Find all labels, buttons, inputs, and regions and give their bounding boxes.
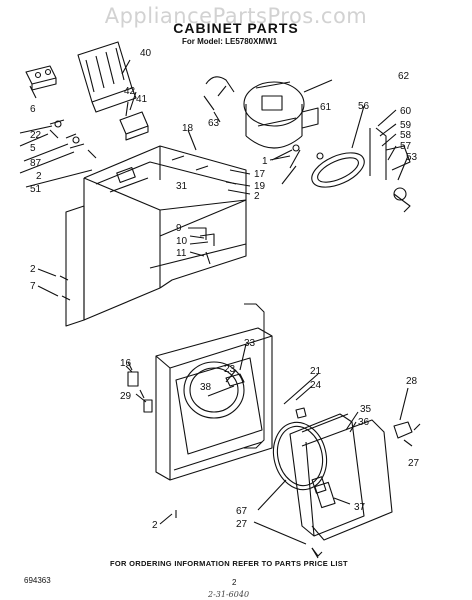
terminal-block-drawing [25,65,57,91]
callout-label: 31 [176,181,188,192]
handwritten-note: 2-31-6040 [208,590,250,599]
callout-label: 6 [30,104,36,115]
callout-label: 33 [244,338,256,349]
terminal-bracket-drawing [77,41,137,113]
callout-label: 9 [176,223,182,234]
callout-label: 23 [224,364,236,375]
callout-label: 2 [152,520,158,531]
callout-label: 59 [400,120,412,131]
callout-labels: 40 6 42 41 22 5 87 2 51 18 31 17 19 2 1 … [30,48,420,531]
page-number: 2 [232,578,237,587]
callout-label: 60 [400,106,412,117]
door-drawing [272,413,393,541]
callout-label: 11 [176,248,187,259]
callout-label: 19 [254,181,266,192]
callout-label: 2 [254,191,260,202]
ordering-info-footer: FOR ORDERING INFORMATION REFER TO PARTS … [110,559,348,568]
callout-label: 51 [30,184,42,195]
switch-drawing [119,111,149,141]
callout-label: 58 [400,130,412,141]
callout-label: 2 [36,171,42,182]
callout-label: 18 [182,123,194,134]
callout-label: 41 [136,94,148,105]
callout-label: 62 [398,71,410,82]
callout-label: 63 [208,118,220,129]
callout-label: 40 [140,48,152,59]
callout-label: 24 [310,380,322,391]
cabinet-body-drawing [65,145,247,327]
document-number: 694363 [24,576,51,585]
callout-label: 56 [358,101,370,112]
front-panel-drawing [155,327,273,481]
callout-label: 1 [262,156,268,167]
callout-label: 38 [200,382,212,393]
page-title: CABINET PARTS [173,20,299,36]
callout-label: 57 [400,141,412,152]
callout-label: 17 [254,169,266,180]
callout-label: 61 [320,102,332,113]
motor-drawing [243,81,319,149]
callout-label: 27 [408,458,420,469]
callout-label: 27 [236,519,248,530]
watermark: AppliancePartsPros.com [104,4,368,28]
callout-label: 10 [176,236,188,247]
callout-label: 42 [124,86,136,97]
callout-label: 7 [30,281,36,292]
callout-label: 22 [30,130,42,141]
callout-label: 37 [354,502,366,513]
callout-label: 36 [358,417,370,428]
callout-label: 53 [406,152,418,163]
callout-label: 2 [30,264,36,275]
callout-label: 16 [120,358,132,369]
callout-label: 67 [236,506,248,517]
callout-label: 35 [360,404,372,415]
callout-label: 29 [120,391,132,402]
callout-label: 28 [406,376,418,387]
callout-label: 21 [310,366,322,377]
callout-label: 87 [30,158,42,169]
callout-label: 5 [30,143,36,154]
model-subtitle: For Model: LE5780XMW1 [182,37,278,46]
